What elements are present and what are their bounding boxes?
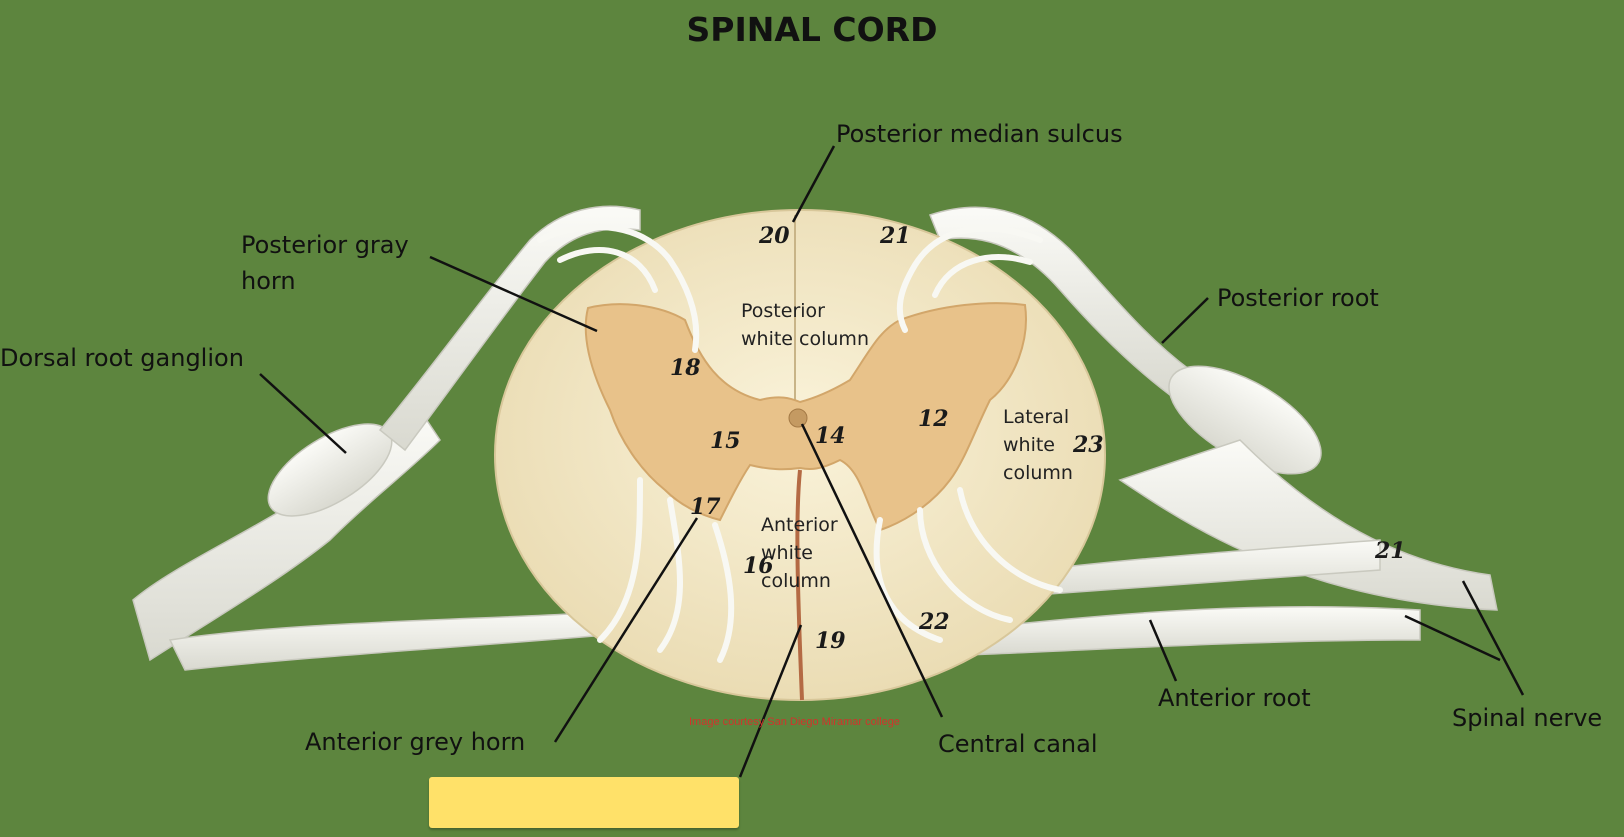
label-spinal-nerve: Spinal nerve [1452, 704, 1603, 732]
marker-number: 12 [918, 406, 949, 432]
label-central-canal: Central canal [938, 730, 1098, 758]
leader-lines [259, 145, 1525, 778]
rootlet [657, 497, 683, 653]
left-anterior-root [168, 609, 641, 671]
label-posterior-median-sulcus: Posterior median sulcus [836, 120, 1123, 148]
leader-spinal-nerve-a [1461, 580, 1525, 696]
right-nerve-bundle [959, 539, 1381, 601]
marker-number: 15 [710, 428, 741, 454]
leader-answer-box [738, 624, 803, 778]
label-lateral-white-column: Lateral white column [1003, 406, 1073, 484]
leader-posterior-median-sulcus [791, 145, 836, 223]
leader-posterior-gray-horn [429, 255, 598, 333]
rootlet [597, 477, 643, 643]
right-spinal-nerve-trunk [1118, 439, 1498, 611]
leader-dorsal-root-ganglion [259, 373, 347, 454]
marker-number: 20 [759, 223, 790, 249]
anterior-median-fissure [795, 469, 804, 701]
label-dorsal-root-ganglion: Dorsal root ganglion [0, 344, 244, 372]
label-anterior-white-column: Anterior white column [761, 514, 838, 592]
leader-posterior-root [1161, 297, 1209, 344]
marker-number: 17 [690, 494, 721, 520]
right-anterior-root [959, 606, 1421, 656]
marker-number: 21 [1375, 538, 1406, 564]
marker-number: 16 [743, 553, 774, 579]
rootlet [917, 507, 1013, 623]
marker-number: 14 [815, 423, 846, 449]
marker-number: 21 [880, 223, 911, 249]
label-posterior-root: Posterior root [1217, 284, 1379, 312]
label-anterior-grey-horn: Anterior grey horn [305, 728, 526, 756]
marker-number: 18 [670, 355, 701, 381]
label-posterior-gray-horn-1: Posterior gray [241, 231, 409, 259]
rootlet [896, 225, 1043, 333]
image-credit: Image courtesy San Diego Miramar college [689, 716, 900, 728]
label-anterior-root: Anterior root [1158, 684, 1311, 712]
marker-number: 19 [815, 628, 846, 654]
marker-number: 22 [919, 609, 950, 635]
rootlet [537, 223, 700, 353]
leader-anterior-root [1148, 619, 1178, 682]
rootlet [932, 254, 1033, 298]
rootlet [957, 487, 1063, 593]
leader-spinal-nerve-b [1404, 614, 1501, 662]
marker-number: 23 [1073, 432, 1104, 458]
leader-anterior-grey-horn [553, 517, 699, 743]
label-posterior-white-column: Posterior white column [741, 300, 869, 350]
page-title: SPINAL CORD [686, 10, 938, 49]
left-spinal-nerve [132, 205, 641, 671]
left-posterior-root [378, 205, 641, 452]
right-spinal-nerve [929, 206, 1498, 656]
central-canal-hole [788, 408, 808, 428]
answer-box[interactable] [429, 777, 739, 828]
rootlet [873, 517, 943, 643]
rootlets [537, 223, 1063, 663]
leader-central-canal [800, 423, 944, 718]
rootlet [712, 522, 735, 663]
rootlet [557, 247, 658, 293]
label-posterior-gray-horn-2: horn [241, 267, 296, 295]
